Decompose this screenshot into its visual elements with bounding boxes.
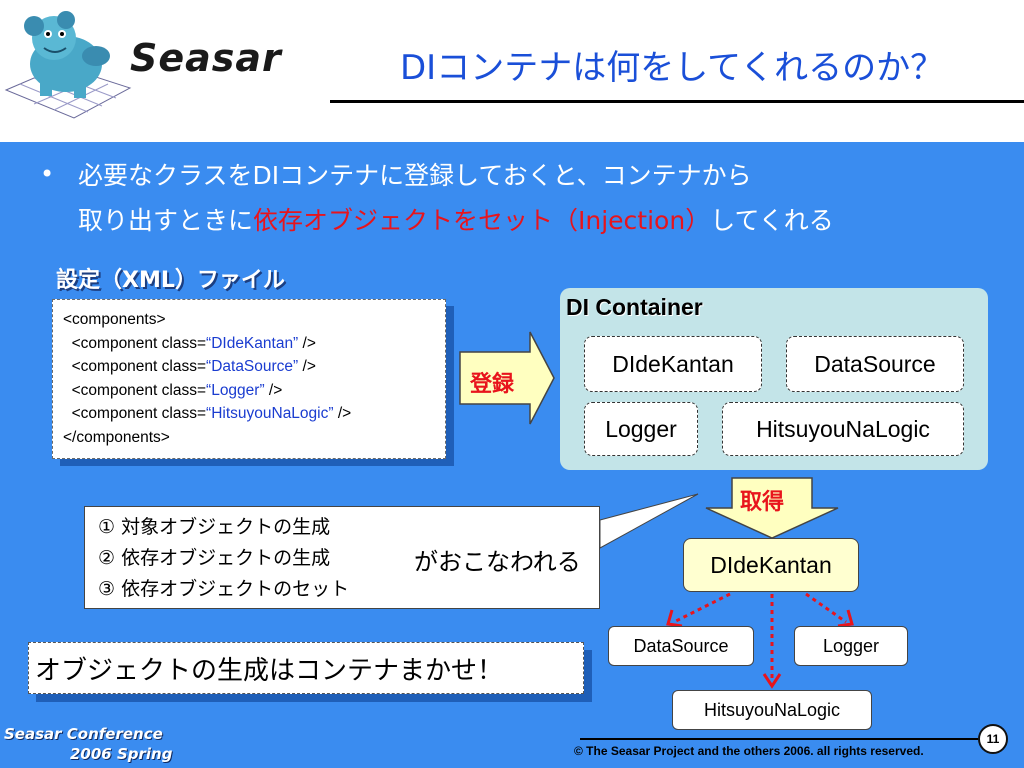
xml-line: <component class=“DIdeKantan” />: [63, 334, 316, 352]
logo-text: Seasar: [130, 36, 282, 80]
get-arrow-icon: [705, 477, 839, 539]
page-number-badge: 11: [978, 724, 1008, 754]
xml-line: <component class=“DataSource” />: [63, 358, 316, 375]
step-item-1: ① 対象オブジェクトの生成: [98, 516, 331, 538]
container-component-datasource: DataSource: [786, 336, 964, 392]
bullet-line-2-highlight: 依存オブジェクトをセット（Injection）: [253, 206, 711, 235]
title-divider: [330, 100, 1024, 103]
graph-node-hitsuyounalogic: HitsuyouNaLogic: [672, 690, 872, 730]
graph-root-node: DIdeKantan: [683, 538, 859, 592]
graph-node-logger: Logger: [794, 626, 908, 666]
copyright-notice: © The Seasar Project and the others 2006…: [574, 744, 924, 758]
register-label: 登録: [470, 372, 515, 397]
xml-line: <component class=“HitsuyouNaLogic” />: [63, 405, 352, 422]
bullet-line-1: 必要なクラスをDIコンテナに登録しておくと、コンテナから: [78, 161, 752, 190]
callout-pointer: [599, 493, 699, 549]
slide-header: Seasar DIコンテナは何をしてくれるのか？: [0, 0, 1024, 142]
xml-line: <component class=“Logger” />: [63, 381, 283, 399]
step-item-2: ② 依存オブジェクトの生成: [98, 547, 331, 569]
conference-name: Seasar Conference 2006 Spring: [4, 724, 172, 764]
steps-callout-box: [84, 506, 600, 609]
container-component-logger: Logger: [584, 402, 698, 456]
bullet-line-2-prefix: 取り出すときに: [78, 206, 254, 235]
conference-line-1: Seasar Conference: [4, 725, 163, 743]
shisa-mascot-icon: [4, 11, 132, 119]
bullet-marker: •: [40, 160, 55, 188]
summary-message: オブジェクトの生成はコンテナまかせ！: [28, 642, 584, 694]
footer-divider: [580, 738, 978, 740]
bullet-line-2-suffix: してくれる: [710, 206, 834, 235]
conference-line-2: 2006 Spring: [70, 745, 173, 763]
steps-caption: がおこなわれる: [414, 548, 581, 576]
container-component-dideKantan: DIdeKantan: [584, 336, 762, 392]
get-label: 取得: [740, 490, 785, 515]
page-title: DIコンテナは何をしてくれるのか？: [400, 48, 945, 88]
di-container-label: DI Container: [566, 294, 703, 320]
graph-node-datasource: DataSource: [608, 626, 754, 666]
dependency-arrows: [673, 592, 847, 682]
xml-file-label: 設定（XML）ファイル: [56, 268, 285, 293]
xml-line: <components>: [63, 311, 166, 328]
xml-config-box: <components> <component class=“DIdeKanta…: [52, 299, 446, 459]
container-component-hitsuyounalogic: HitsuyouNaLogic: [722, 402, 964, 456]
bullet-line-2: 取り出すときに依存オブジェクトをセット（Injection）してくれる: [78, 201, 834, 237]
register-arrow-icon: [459, 331, 555, 425]
xml-line: </components>: [63, 428, 170, 446]
dependency-arrowheads: [666, 609, 854, 689]
step-item-3: ③ 依存オブジェクトのセット: [98, 578, 350, 600]
